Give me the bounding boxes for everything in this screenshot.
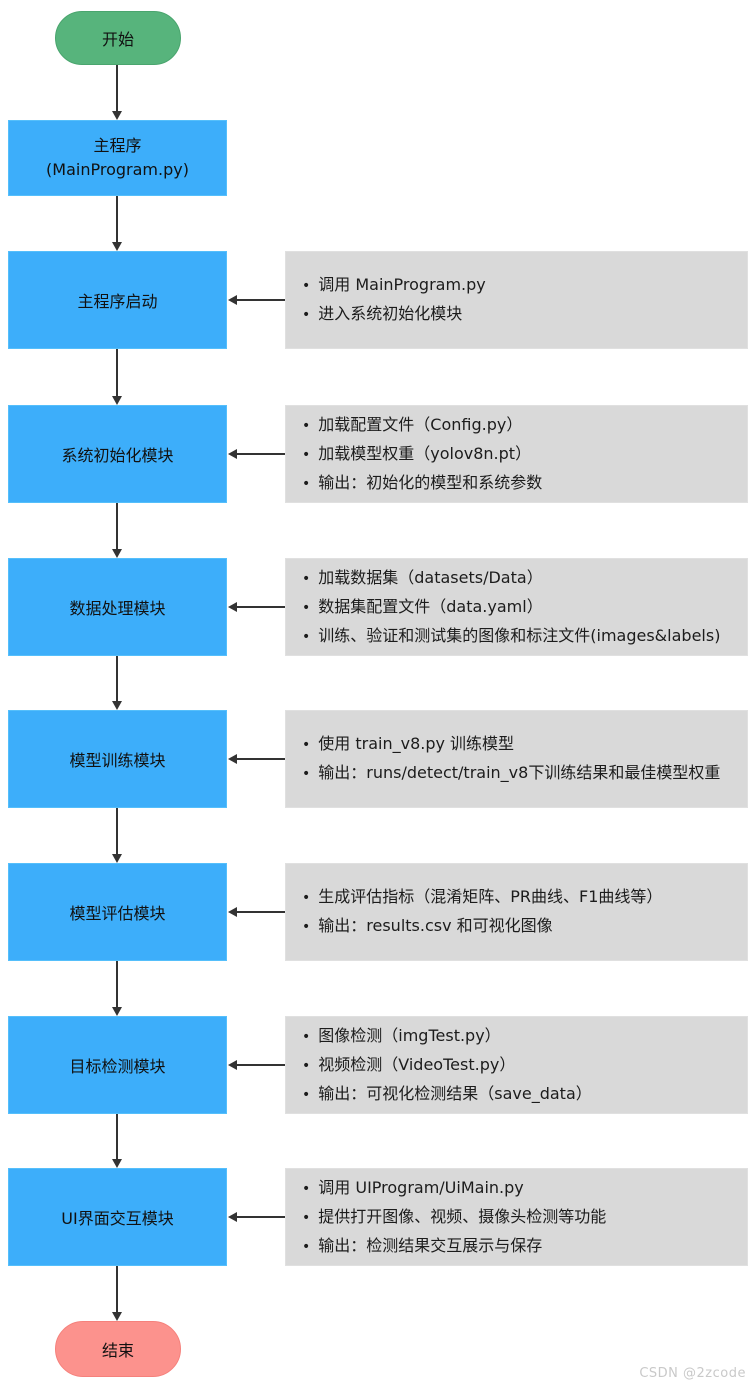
note-item: 加载配置文件（Config.py） <box>302 411 743 440</box>
note-item: 视频检测（VideoTest.py） <box>302 1051 743 1080</box>
down-arrow <box>111 808 123 863</box>
note-left-arrow <box>228 448 285 460</box>
process-label: 模型训练模块 <box>69 751 166 770</box>
down-arrow <box>111 196 123 251</box>
process-box-eval: 模型评估模块 <box>8 863 227 961</box>
process-box-init: 系统初始化模块 <box>8 405 227 503</box>
note-item: 调用 MainProgram.py <box>302 271 743 300</box>
down-arrow <box>111 1114 123 1168</box>
process-box-data: 数据处理模块 <box>8 558 227 656</box>
note-item: 数据集配置文件（data.yaml） <box>302 593 743 622</box>
note-item: 生成评估指标（混淆矩阵、PR曲线、F1曲线等） <box>302 883 743 912</box>
process-box-train: 模型训练模块 <box>8 710 227 808</box>
main-program-filename: (MainProgram.py) <box>46 160 189 179</box>
note-item: 输出：检测结果交互展示与保存 <box>302 1232 743 1261</box>
end-label: 结束 <box>101 1341 134 1360</box>
note-item: 加载数据集（datasets/Data） <box>302 564 743 593</box>
note-item: 进入系统初始化模块 <box>302 300 743 329</box>
note-box-startup: 调用 MainProgram.py 进入系统初始化模块 <box>285 251 748 349</box>
note-item: 输出：初始化的模型和系统参数 <box>302 469 743 498</box>
note-left-arrow <box>228 294 285 306</box>
process-box-startup: 主程序启动 <box>8 251 227 349</box>
process-box-detect: 目标检测模块 <box>8 1016 227 1114</box>
start-label: 开始 <box>101 30 134 49</box>
note-box-eval: 生成评估指标（混淆矩阵、PR曲线、F1曲线等） 输出：results.csv 和… <box>285 863 748 961</box>
down-arrow <box>111 65 123 120</box>
note-box-train: 使用 train_v8.py 训练模型 输出：runs/detect/train… <box>285 710 748 808</box>
down-arrow <box>111 503 123 558</box>
note-box-ui: 调用 UIProgram/UiMain.py 提供打开图像、视频、摄像头检测等功… <box>285 1168 748 1266</box>
down-arrow <box>111 961 123 1016</box>
note-item: 调用 UIProgram/UiMain.py <box>302 1174 743 1203</box>
note-left-arrow <box>228 753 285 765</box>
end-node: 结束 <box>55 1321 181 1377</box>
note-left-arrow <box>228 1059 285 1071</box>
down-arrow <box>111 349 123 405</box>
process-label: 模型评估模块 <box>69 904 166 923</box>
note-left-arrow <box>228 1211 285 1223</box>
main-program-box: 主程序 (MainProgram.py) <box>8 120 227 196</box>
note-item: 输出：results.csv 和可视化图像 <box>302 912 743 941</box>
note-item: 输出：可视化检测结果（save_data） <box>302 1080 743 1109</box>
note-box-data: 加载数据集（datasets/Data） 数据集配置文件（data.yaml） … <box>285 558 748 656</box>
down-arrow <box>111 1266 123 1321</box>
note-left-arrow <box>228 906 285 918</box>
main-program-title: 主程序 <box>93 136 142 155</box>
process-label: 主程序启动 <box>77 292 158 311</box>
note-item: 输出：runs/detect/train_v8下训练结果和最佳模型权重 <box>302 759 743 788</box>
start-node: 开始 <box>55 11 181 65</box>
note-item: 图像检测（imgTest.py） <box>302 1022 743 1051</box>
note-item: 提供打开图像、视频、摄像头检测等功能 <box>302 1203 743 1232</box>
note-item: 训练、验证和测试集的图像和标注文件(images&labels) <box>302 622 743 651</box>
note-box-detect: 图像检测（imgTest.py） 视频检测（VideoTest.py） 输出：可… <box>285 1016 748 1114</box>
process-label: 目标检测模块 <box>69 1057 166 1076</box>
note-box-init: 加载配置文件（Config.py） 加载模型权重（yolov8n.pt） 输出：… <box>285 405 748 503</box>
csdn-watermark: CSDN @2zcode <box>639 1366 746 1381</box>
process-label: 数据处理模块 <box>69 599 166 618</box>
note-left-arrow <box>228 601 285 613</box>
process-label: UI界面交互模块 <box>61 1209 174 1228</box>
process-label: 系统初始化模块 <box>61 446 174 465</box>
note-item: 使用 train_v8.py 训练模型 <box>302 730 743 759</box>
process-box-ui: UI界面交互模块 <box>8 1168 227 1266</box>
down-arrow <box>111 656 123 710</box>
note-item: 加载模型权重（yolov8n.pt） <box>302 440 743 469</box>
